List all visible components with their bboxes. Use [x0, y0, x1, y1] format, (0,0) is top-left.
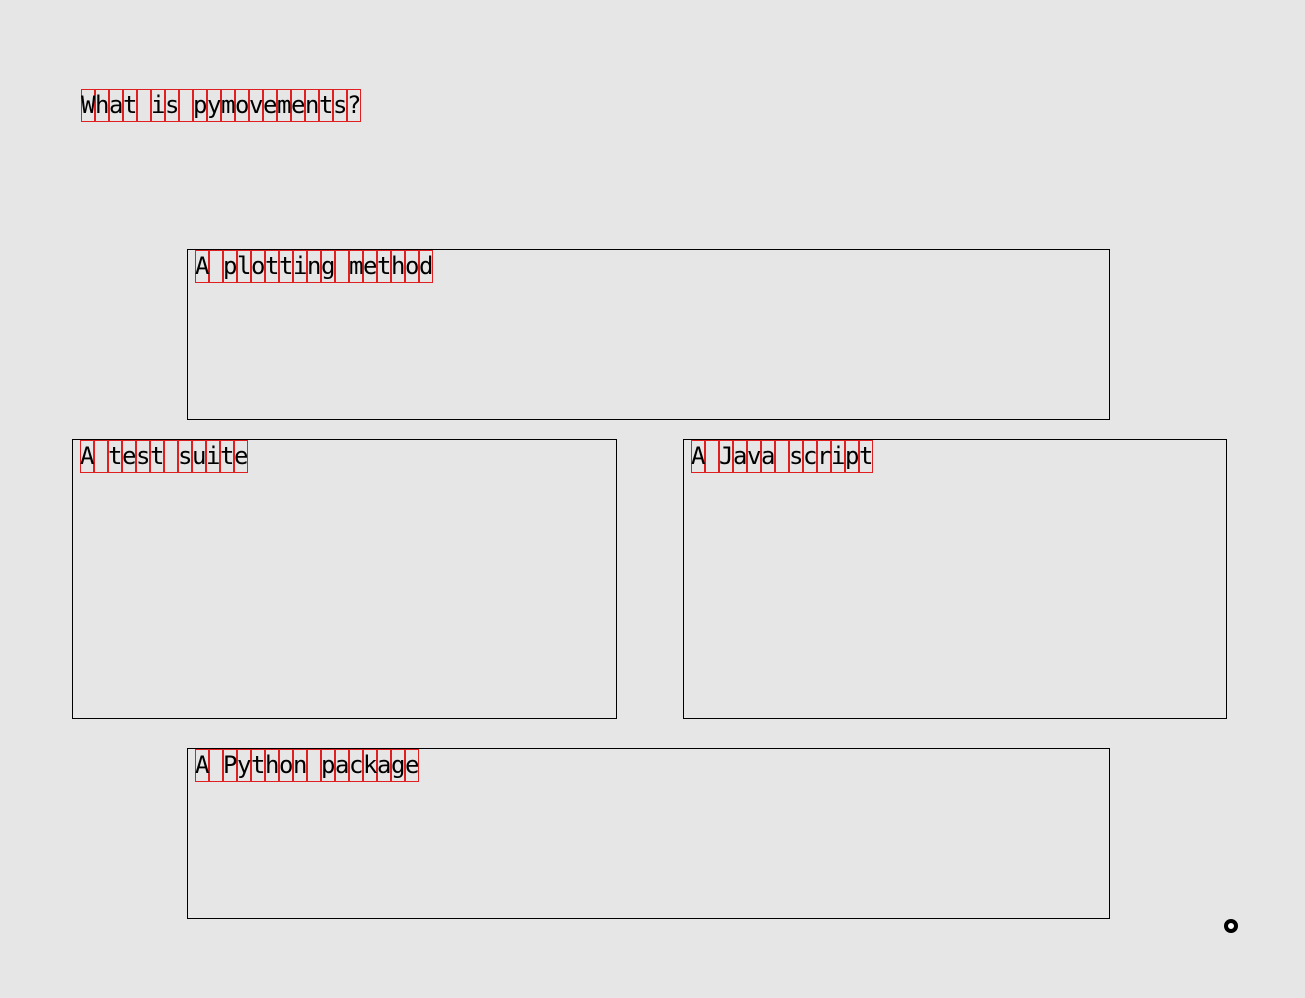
gaze-cursor-icon [1224, 919, 1238, 933]
